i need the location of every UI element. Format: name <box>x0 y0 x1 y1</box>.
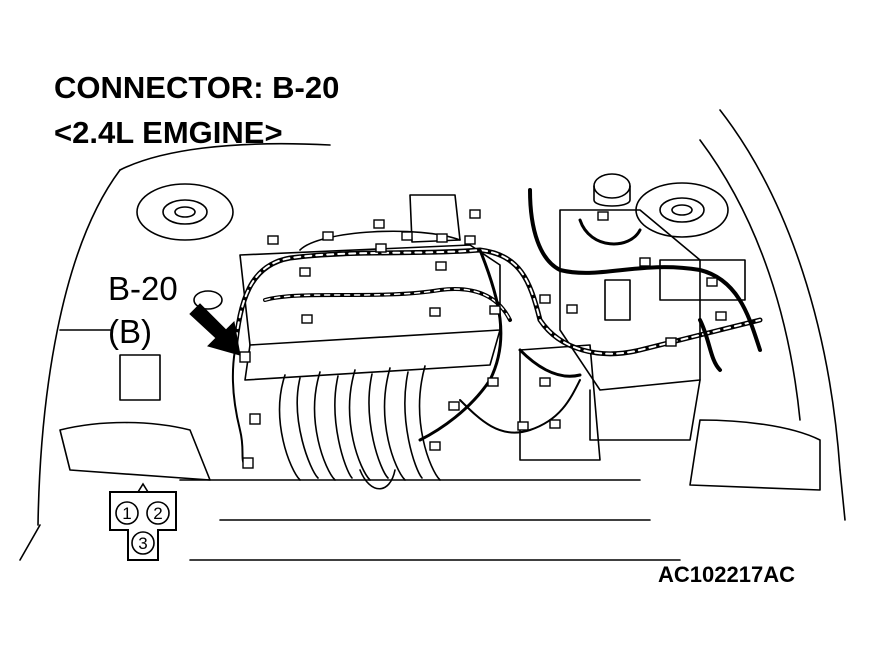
left-strut-tower <box>136 183 234 241</box>
figure-id: AC102217AC <box>658 562 795 587</box>
connector-blocks <box>239 209 727 469</box>
diagram-title: CONNECTOR: B-20 <box>54 70 340 105</box>
reservoir-cap <box>593 173 631 207</box>
wiring-harness <box>231 188 763 466</box>
pin-3-label: 3 <box>138 534 147 553</box>
pin-1-label: 1 <box>122 504 131 523</box>
connector-face-diagram: 1 2 3 <box>109 482 177 561</box>
left-reservoir <box>193 290 223 310</box>
connector-callout-sub: (B) <box>108 313 152 350</box>
pin-2-label: 2 <box>153 504 162 523</box>
pin-1: 1 <box>115 501 139 525</box>
pin-2: 2 <box>146 501 170 525</box>
connector-callout-label: B-20 <box>108 270 178 307</box>
callout-arrow <box>189 303 241 356</box>
right-strut-tower <box>635 182 729 238</box>
intake-manifold <box>278 365 441 490</box>
pin-3: 3 <box>131 531 155 555</box>
body-outline <box>19 109 846 561</box>
